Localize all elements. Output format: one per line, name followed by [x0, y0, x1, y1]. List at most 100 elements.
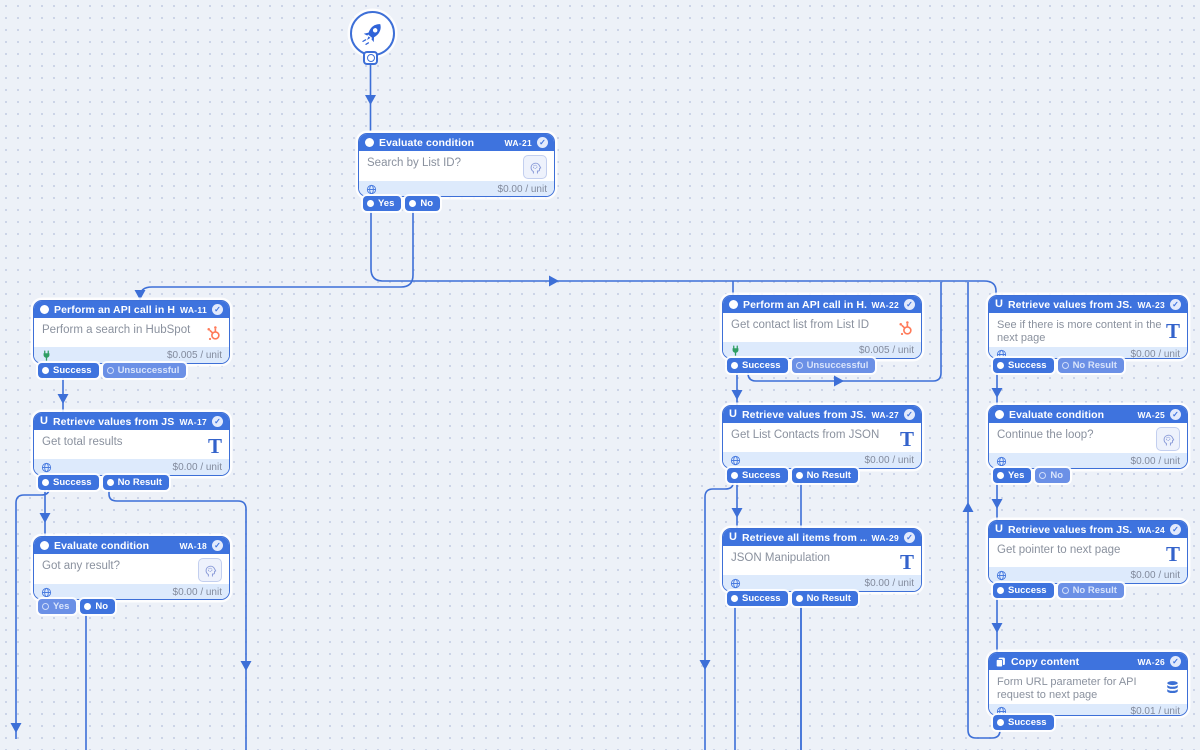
node-body: Got any result? — [34, 554, 229, 584]
output-port-no-result[interactable]: No Result — [791, 468, 858, 483]
unit-cost-label: $0.00 / unit — [1130, 349, 1180, 359]
output-port-success[interactable]: Success — [727, 358, 788, 373]
unit-cost-label: $0.00 / unit — [172, 461, 222, 473]
output-port-success[interactable]: Success — [38, 475, 99, 490]
rocket-icon — [361, 23, 381, 45]
output-port-no-result[interactable]: No Result — [102, 475, 169, 490]
port-label: No Result — [806, 593, 851, 604]
node-ref-badge: WA-26 — [1137, 656, 1165, 667]
output-port-unsuccessful[interactable]: Unsuccessful — [791, 358, 876, 373]
verified-check-icon: ✓ — [1170, 524, 1181, 535]
node-title: Retrieve values from JS... — [741, 408, 867, 421]
output-port-success[interactable]: Success — [38, 363, 99, 378]
port-label: No Result — [1072, 360, 1117, 371]
port-dot-icon — [42, 479, 49, 486]
edge-wa26-success-loop-up — [967, 282, 1001, 739]
output-port-success[interactable]: Success — [993, 715, 1054, 730]
output-port-yes[interactable]: Yes — [38, 599, 77, 614]
edge-wa26-success-loop-up-arrowhead — [962, 502, 974, 512]
node-body: Perform a search in HubSpot — [34, 318, 229, 347]
output-port-unsuccessful[interactable]: Unsuccessful — [102, 363, 187, 378]
start-trigger-button[interactable] — [349, 10, 395, 56]
unit-cost-label: $0.00 / unit — [497, 183, 547, 195]
node-ref-badge: WA-22 — [871, 299, 899, 310]
port-dot-icon — [997, 472, 1004, 479]
output-port-no[interactable]: No — [1035, 468, 1071, 483]
output-port-no-result[interactable]: No Result — [1057, 583, 1124, 598]
edge-wa27-success-to-wa29-arrowhead — [731, 508, 743, 518]
plug-icon — [732, 344, 739, 356]
port-dot-icon — [42, 367, 49, 374]
workflow-node-wa-11[interactable]: Perform an API call in H...WA-11✓Perform… — [33, 300, 230, 378]
port-dot-icon — [409, 200, 417, 207]
port-label: No Result — [1072, 585, 1117, 596]
utilities-u-icon: U — [729, 531, 737, 543]
output-port-success[interactable]: Success — [993, 358, 1054, 373]
port-dot-icon — [997, 362, 1004, 369]
port-dot-icon — [42, 603, 49, 610]
plug-icon — [43, 349, 50, 361]
output-port-success[interactable]: Success — [727, 591, 788, 606]
workflow-node-wa-22[interactable]: Perform an API call in H...WA-22✓Get con… — [722, 295, 922, 373]
output-port-success[interactable]: Success — [993, 583, 1054, 598]
node-footer: $0.00 / unit — [723, 452, 921, 468]
node-card[interactable]: Perform an API call in H...WA-22✓Get con… — [722, 295, 922, 359]
output-port-no[interactable]: No — [80, 599, 116, 614]
utilities-u-icon: U — [995, 298, 1003, 310]
step-circle-icon — [365, 138, 374, 147]
output-port-yes[interactable]: Yes — [363, 196, 402, 211]
output-port-no[interactable]: No — [405, 196, 441, 211]
port-label: Success — [1008, 360, 1047, 371]
start-output-port[interactable] — [363, 51, 378, 65]
output-port-yes[interactable]: Yes — [993, 468, 1032, 483]
verified-check-icon: ✓ — [1170, 656, 1181, 667]
node-ref-badge: WA-29 — [871, 532, 899, 543]
output-port-no-result[interactable]: No Result — [791, 591, 858, 606]
port-label: No Result — [806, 470, 851, 481]
port-dot-icon — [1061, 587, 1069, 594]
node-title: Retrieve all items from ... — [741, 531, 867, 544]
node-header[interactable]: Perform an API call in H...WA-11✓ — [34, 301, 229, 318]
unit-cost-label: $0.00 / unit — [864, 577, 914, 589]
node-card[interactable]: Perform an API call in H...WA-11✓Perform… — [33, 300, 230, 364]
node-ref-badge: WA-27 — [871, 409, 899, 420]
ai-condition-icon — [523, 155, 547, 179]
node-header[interactable]: Perform an API call in H...WA-22✓ — [723, 296, 921, 313]
output-port-success[interactable]: Success — [727, 468, 788, 483]
step-circle-icon — [40, 541, 49, 550]
globe-icon — [996, 350, 1007, 358]
output-port-no-result[interactable]: No Result — [1057, 358, 1124, 373]
edge-wa27-success-branch-down — [704, 482, 734, 750]
unit-cost-label: $0.00 / unit — [1130, 455, 1180, 467]
